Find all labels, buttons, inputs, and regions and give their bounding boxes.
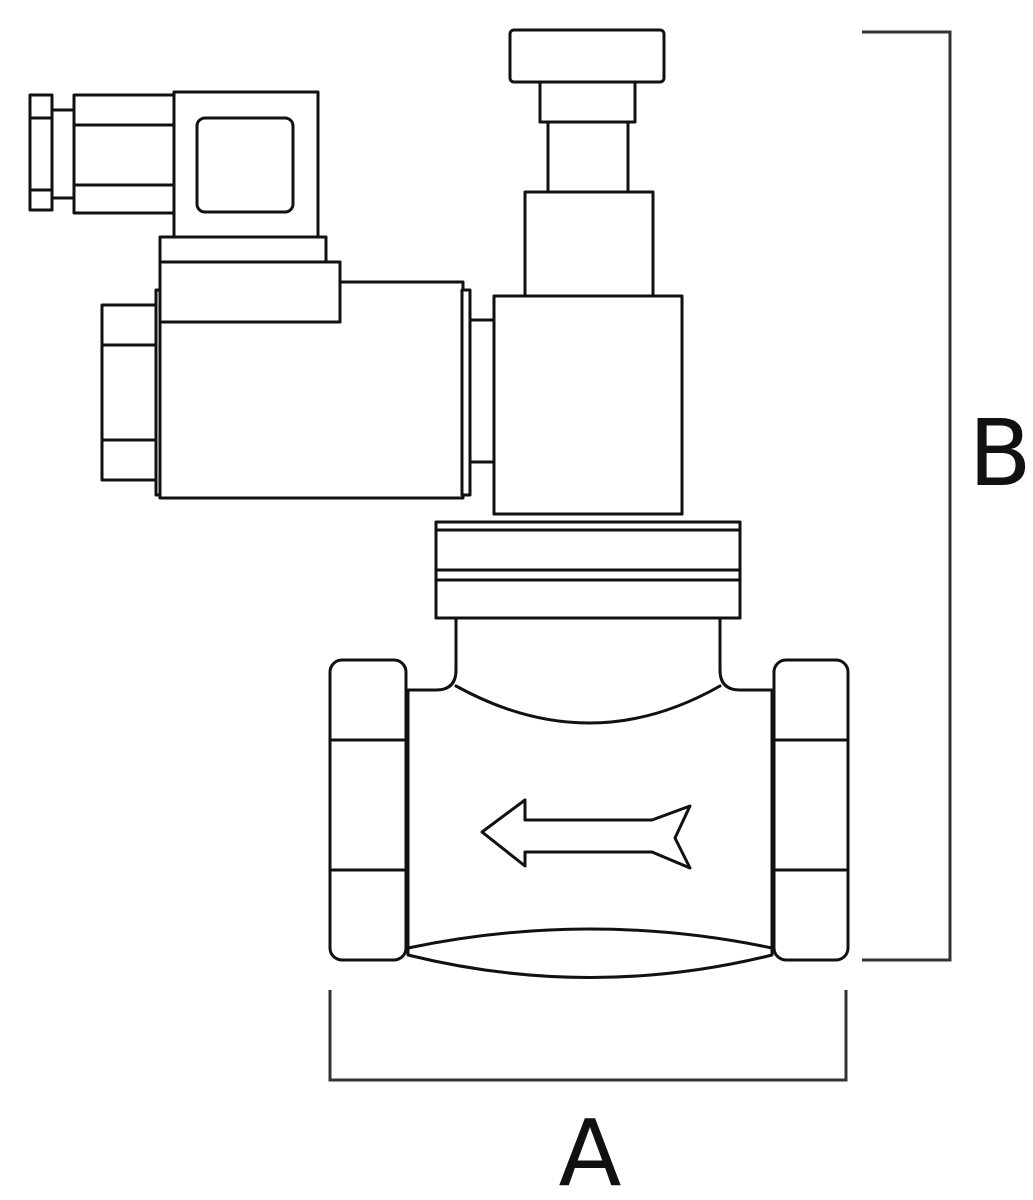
left-port-hex-nut: [328, 658, 408, 962]
dimension-a: A: [328, 990, 848, 1200]
reset-knob: [508, 28, 666, 298]
electrical-connector: [28, 90, 320, 239]
solenoid-coil: [100, 235, 496, 500]
dimension-b-label: B: [968, 400, 1031, 507]
flow-direction-arrow-icon: [480, 798, 692, 870]
dimension-b: B: [862, 30, 1032, 962]
valve-flange: [434, 520, 742, 620]
valve-body: [406, 616, 774, 979]
right-port-hex-nut: [772, 658, 850, 962]
dimension-a-label: A: [559, 1100, 622, 1200]
bonnet-body: [492, 294, 684, 516]
